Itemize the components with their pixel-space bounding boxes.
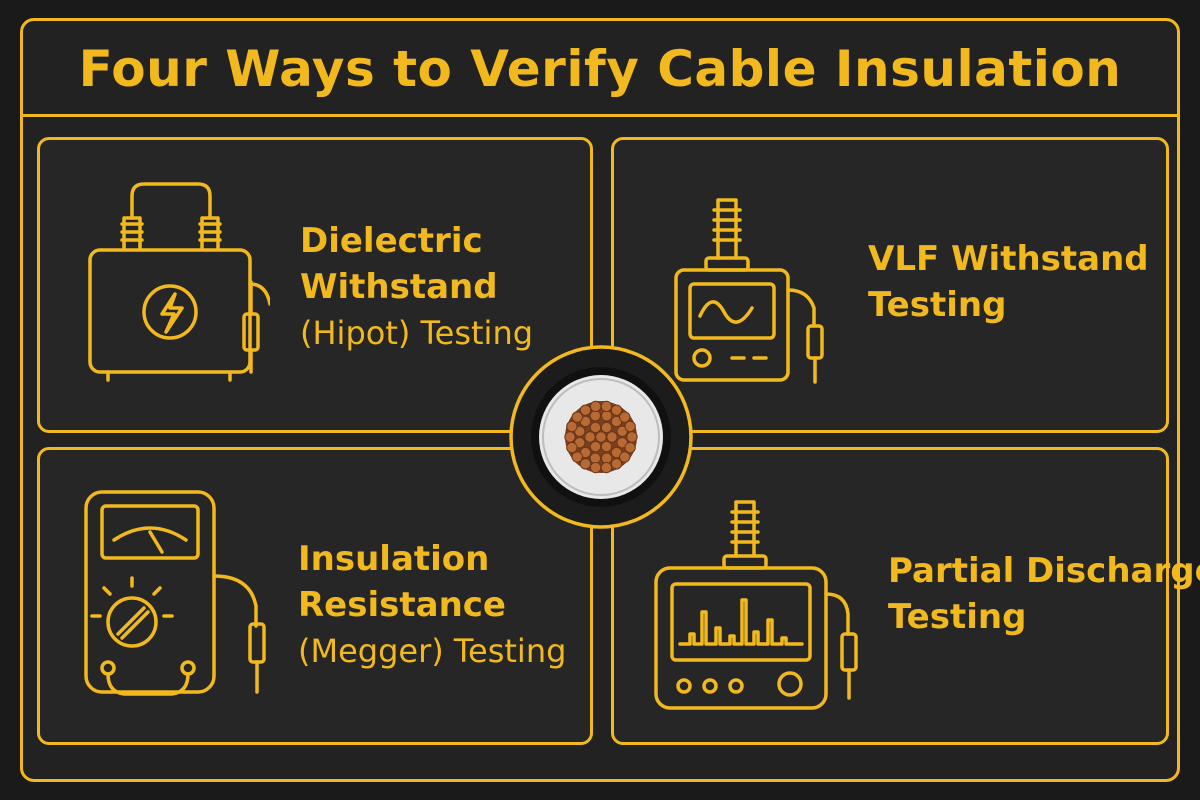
megger-icon xyxy=(84,490,258,696)
copper-strand xyxy=(600,440,613,453)
copper-strand xyxy=(600,400,613,413)
copper-strand xyxy=(589,421,602,434)
vlf-tester-icon xyxy=(674,198,816,382)
copper-strand xyxy=(619,451,631,463)
panel-partial-discharge: Partial Discharge Testing xyxy=(611,447,1200,745)
copper-strand xyxy=(589,461,602,474)
vlf-label: VLF Withstand Testing xyxy=(868,236,1149,328)
label-line: VLF Withstand xyxy=(868,239,1149,279)
copper-strand xyxy=(600,461,613,474)
copper-strand xyxy=(610,458,623,470)
probe-icon xyxy=(806,324,824,384)
label-line: Testing xyxy=(888,597,1027,637)
label-line: Partial Discharge xyxy=(888,551,1200,591)
copper-strand xyxy=(571,451,583,463)
copper-strands xyxy=(564,400,638,474)
label-line: Testing xyxy=(868,285,1007,325)
title-bar: Four Ways to Verify Cable Insulation xyxy=(23,21,1177,117)
copper-strand xyxy=(589,440,602,453)
label-line: (Hipot) Testing xyxy=(300,314,534,352)
label-line: Dielectric xyxy=(300,221,483,261)
copper-strand xyxy=(579,458,592,470)
page-title: Four Ways to Verify Cable Insulation xyxy=(78,39,1122,98)
copper-strand xyxy=(566,420,578,433)
copper-strand xyxy=(626,431,638,443)
pd-label: Partial Discharge Testing xyxy=(888,548,1200,640)
copper-strand xyxy=(619,411,631,423)
copper-strand xyxy=(571,411,583,423)
copper-strand xyxy=(595,431,607,443)
hipot-label: Dielectric Withstand (Hipot) Testing xyxy=(300,218,533,356)
copper-strand xyxy=(606,431,618,443)
copper-strand xyxy=(589,400,602,413)
copper-strand xyxy=(610,404,623,416)
label-line: Insulation xyxy=(298,539,490,579)
probe-icon xyxy=(248,622,266,694)
copper-strand xyxy=(624,441,636,454)
panel-megger: Insulation Resistance (Megger) Testing xyxy=(37,447,593,745)
panel-vlf: VLF Withstand Testing xyxy=(611,137,1169,433)
label-line: Withstand xyxy=(300,267,498,307)
probe-icon xyxy=(840,632,858,700)
probe-icon xyxy=(242,280,260,374)
copper-strand xyxy=(566,441,578,454)
infographic-frame: Four Ways to Verify Cable Insulation Die… xyxy=(20,18,1200,782)
copper-strand xyxy=(564,431,576,443)
copper-strand xyxy=(579,404,592,416)
copper-strand xyxy=(600,421,613,434)
copper-strand xyxy=(584,431,596,443)
megger-label: Insulation Resistance (Megger) Testing xyxy=(298,536,566,674)
label-line: (Megger) Testing xyxy=(298,632,567,670)
label-line: Resistance xyxy=(298,585,506,625)
cable-cross-section-icon xyxy=(509,345,693,529)
copper-strand xyxy=(624,420,636,433)
panel-hipot: Dielectric Withstand (Hipot) Testing xyxy=(37,137,593,433)
pd-tester-icon xyxy=(654,500,850,710)
